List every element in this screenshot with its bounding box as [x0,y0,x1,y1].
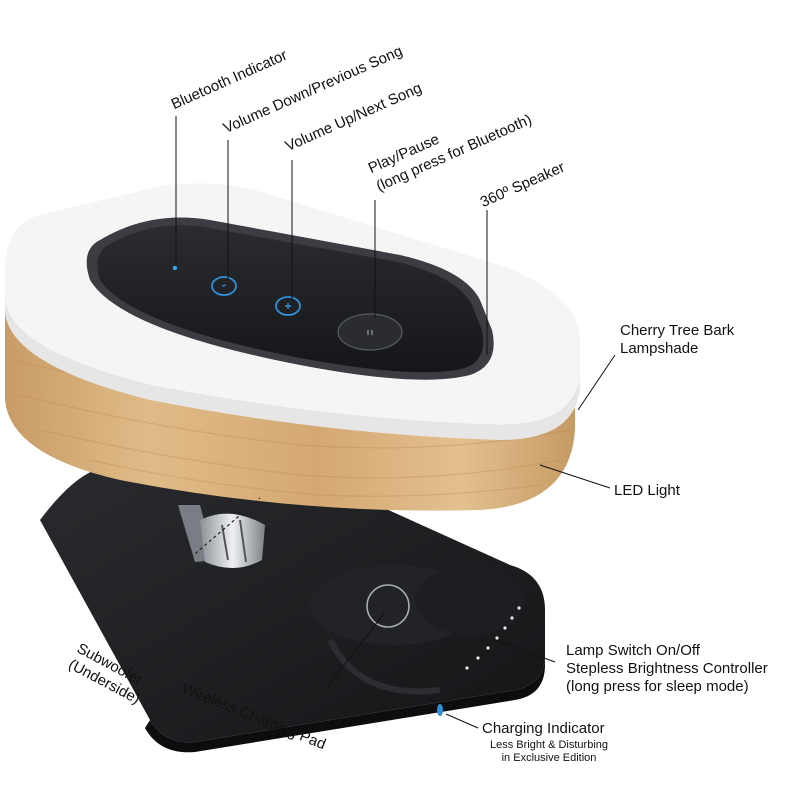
lamp-switch-label-line1: Lamp Switch On/Off [566,642,700,659]
lampshade-label-line2: Lampshade [620,340,699,357]
charging-note-line1: Less Bright & Disturbing [490,739,608,751]
charging-coil-ring [366,584,410,628]
charging-note: Less Bright & Disturbing in Exclusive Ed… [486,739,612,765]
volume-down-button[interactable] [211,276,237,296]
charging-indicator-led [437,704,443,716]
callout-lines [175,116,616,729]
lamp-body [5,183,580,511]
lampshade-label: Cherry Tree Bark Lampshade [620,322,734,358]
charging-indicator-label: Charging Indicator [482,720,605,737]
lamp-switch-label-line2: Stepless Brightness Controller [566,660,768,677]
lamp-switch-dots [465,606,521,670]
volume-up-button[interactable] [275,296,301,316]
metal-stem [178,505,265,569]
lamp-switch-label: Lamp Switch On/Off Stepless Brightness C… [566,642,768,696]
charging-base [40,457,545,753]
lampshade-label-line1: Cherry Tree Bark [620,322,735,339]
charging-note-line2: in Exclusive Edition [501,752,597,764]
bluetooth-indicator-led [172,265,178,271]
lamp-switch-label-line3: (long press for sleep mode) [566,678,749,695]
led-light-label: LED Light [614,482,680,499]
play-pause-button[interactable] [337,313,403,351]
subwoofer-callout-line [117,497,261,621]
